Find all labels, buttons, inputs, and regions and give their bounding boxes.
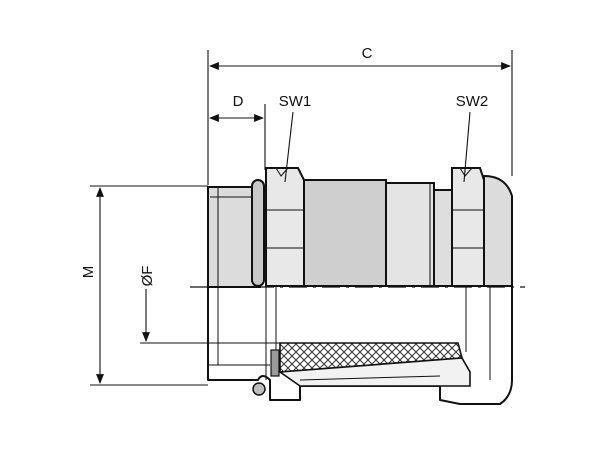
label-sw2: SW2: [456, 93, 489, 110]
section-view: [207, 287, 513, 405]
o-ring-section: [252, 382, 266, 396]
o-ring: [251, 179, 265, 287]
sw2-callout: SW2: [456, 93, 489, 183]
right-body: [385, 182, 435, 287]
sw1-hex: [265, 167, 305, 287]
label-d: D: [233, 93, 244, 110]
external-view: [207, 167, 513, 288]
sw1-callout: SW1: [279, 93, 312, 183]
dimension-m: M: [80, 185, 208, 386]
dimension-c: C: [207, 45, 513, 185]
dimension-f: ØF: [139, 266, 280, 344]
label-m: M: [80, 266, 97, 279]
dome-cap: [483, 174, 513, 287]
middle-body: [303, 179, 387, 287]
sw2-hex: [451, 167, 485, 287]
label-sw1: SW1: [279, 93, 312, 110]
label-c: C: [362, 45, 373, 62]
label-f: ØF: [139, 266, 156, 287]
dimension-d: D: [209, 93, 266, 170]
